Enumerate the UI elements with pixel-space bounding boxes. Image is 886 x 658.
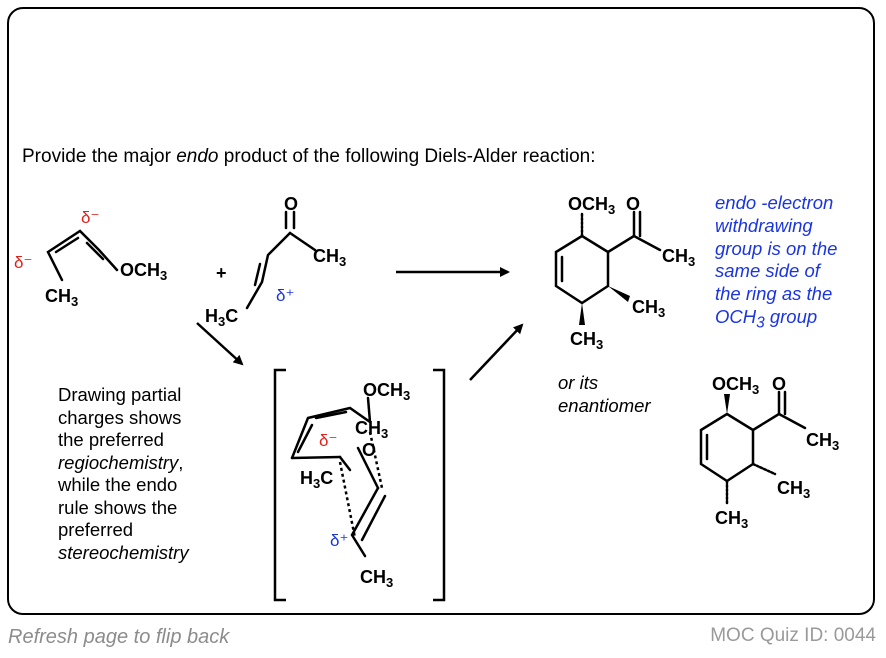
svg-text:CH3: CH3 — [806, 430, 839, 453]
svg-text:CH3: CH3 — [777, 478, 810, 501]
endo-note: endo -electron withdrawing group is on t… — [715, 192, 838, 332]
enantiomer-label: or its enantiomer — [558, 372, 651, 416]
product-labels: OCH3 O CH3 CH3 CH3 — [568, 194, 695, 352]
quiz-id: MOC Quiz ID: 0044 — [710, 625, 876, 646]
svg-text:O: O — [362, 440, 376, 460]
svg-text:CH3: CH3 — [715, 508, 748, 531]
svg-text:CH3: CH3 — [355, 418, 388, 441]
enantiomer-labels: OCH3 O CH3 CH3 CH3 — [712, 374, 839, 531]
svg-text:CH3: CH3 — [570, 329, 603, 352]
svg-text:O: O — [772, 374, 786, 394]
explanation-text: Drawing partial charges shows the prefer… — [58, 384, 189, 563]
question-card — [7, 7, 875, 615]
svg-text:OCH3: OCH3 — [568, 194, 615, 217]
plus-sign: + — [216, 263, 227, 283]
product-wedges — [579, 286, 630, 325]
reaction-arrow-to-ts — [196, 322, 244, 366]
dienophile-labels: O CH3 H3C δ⁺ — [205, 194, 346, 329]
enantiomer-wedges — [724, 394, 730, 414]
svg-text:O: O — [626, 194, 640, 214]
diene-charge-negative-2: δ⁻ — [14, 253, 32, 272]
transition-state-brackets — [273, 368, 446, 602]
transition-state-forming-bonds — [338, 431, 384, 539]
dienophile-structure — [245, 210, 317, 310]
svg-text:CH3: CH3 — [662, 246, 695, 269]
transition-state-structure — [290, 396, 387, 558]
svg-text:OCH3: OCH3 — [712, 374, 759, 397]
svg-text:CH3: CH3 — [313, 246, 346, 269]
diene-labels: OCH3 CH3 δ⁻ δ⁻ — [14, 208, 167, 309]
diene-charge-negative: δ⁻ — [81, 208, 99, 227]
dienophile-charge-positive: δ⁺ — [276, 286, 294, 305]
transition-state-labels: OCH3 CH3 O H3C CH3 δ⁻ δ⁺ — [300, 380, 410, 590]
svg-text:H3C: H3C — [300, 468, 333, 491]
question-text: Provide the major endo product of the fo… — [22, 146, 596, 167]
svg-text:O: O — [284, 194, 298, 214]
diene-structure — [46, 229, 119, 282]
product-structure — [554, 210, 662, 305]
ts-charge-positive: δ⁺ — [330, 531, 348, 550]
refresh-hint[interactable]: Refresh page to flip back — [8, 626, 230, 648]
svg-text:OCH3: OCH3 — [120, 260, 167, 283]
svg-text:OCH3: OCH3 — [363, 380, 410, 403]
ts-charge-negative: δ⁻ — [319, 431, 337, 450]
svg-text:H3C: H3C — [205, 306, 238, 329]
svg-text:CH3: CH3 — [45, 286, 78, 309]
enantiomer-structure — [699, 390, 807, 505]
reaction-arrow-from-ts — [469, 323, 524, 381]
svg-text:CH3: CH3 — [360, 567, 393, 590]
svg-text:CH3: CH3 — [632, 297, 665, 320]
